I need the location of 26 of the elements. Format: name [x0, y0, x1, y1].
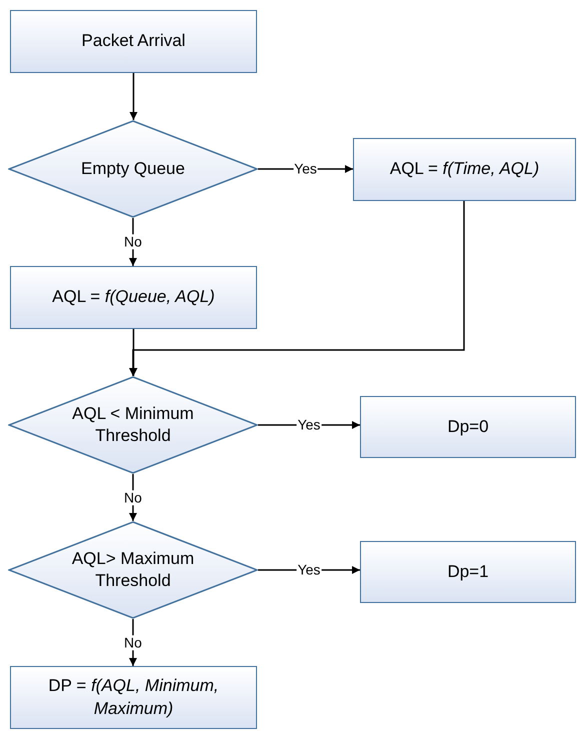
process-label: Dp=1	[447, 560, 489, 583]
process-label: Packet Arrival	[82, 30, 186, 52]
process-box	[360, 396, 576, 458]
process-box	[353, 138, 576, 201]
decision-label: AQL < Minimum Threshold	[71, 402, 195, 447]
process-box	[10, 266, 257, 329]
edge-label: Yes	[296, 417, 322, 433]
arrow	[129, 218, 137, 266]
process-box	[10, 666, 257, 729]
edge-label: No	[123, 490, 143, 506]
edge-label: No	[123, 634, 143, 650]
edge-label: Yes	[293, 161, 318, 177]
edge-label: No	[123, 234, 143, 250]
process-label: DP = f(AQL, Minimum, Maximum)	[47, 675, 220, 720]
arrow	[129, 201, 465, 376]
edge-label: Yes	[296, 562, 322, 578]
decision-label: Empty Queue	[81, 158, 185, 180]
process-label: Dp=0	[447, 416, 489, 438]
arrow	[129, 474, 137, 521]
decision-label: AQL> Maximum Threshold	[70, 548, 196, 592]
arrow	[129, 619, 137, 666]
process-box	[10, 10, 257, 73]
arrow	[130, 73, 138, 120]
process-label: AQL = f(Queue, AQL)	[52, 286, 215, 308]
process-label: AQL = f(Time, AQL)	[390, 158, 540, 180]
process-box	[360, 541, 576, 603]
